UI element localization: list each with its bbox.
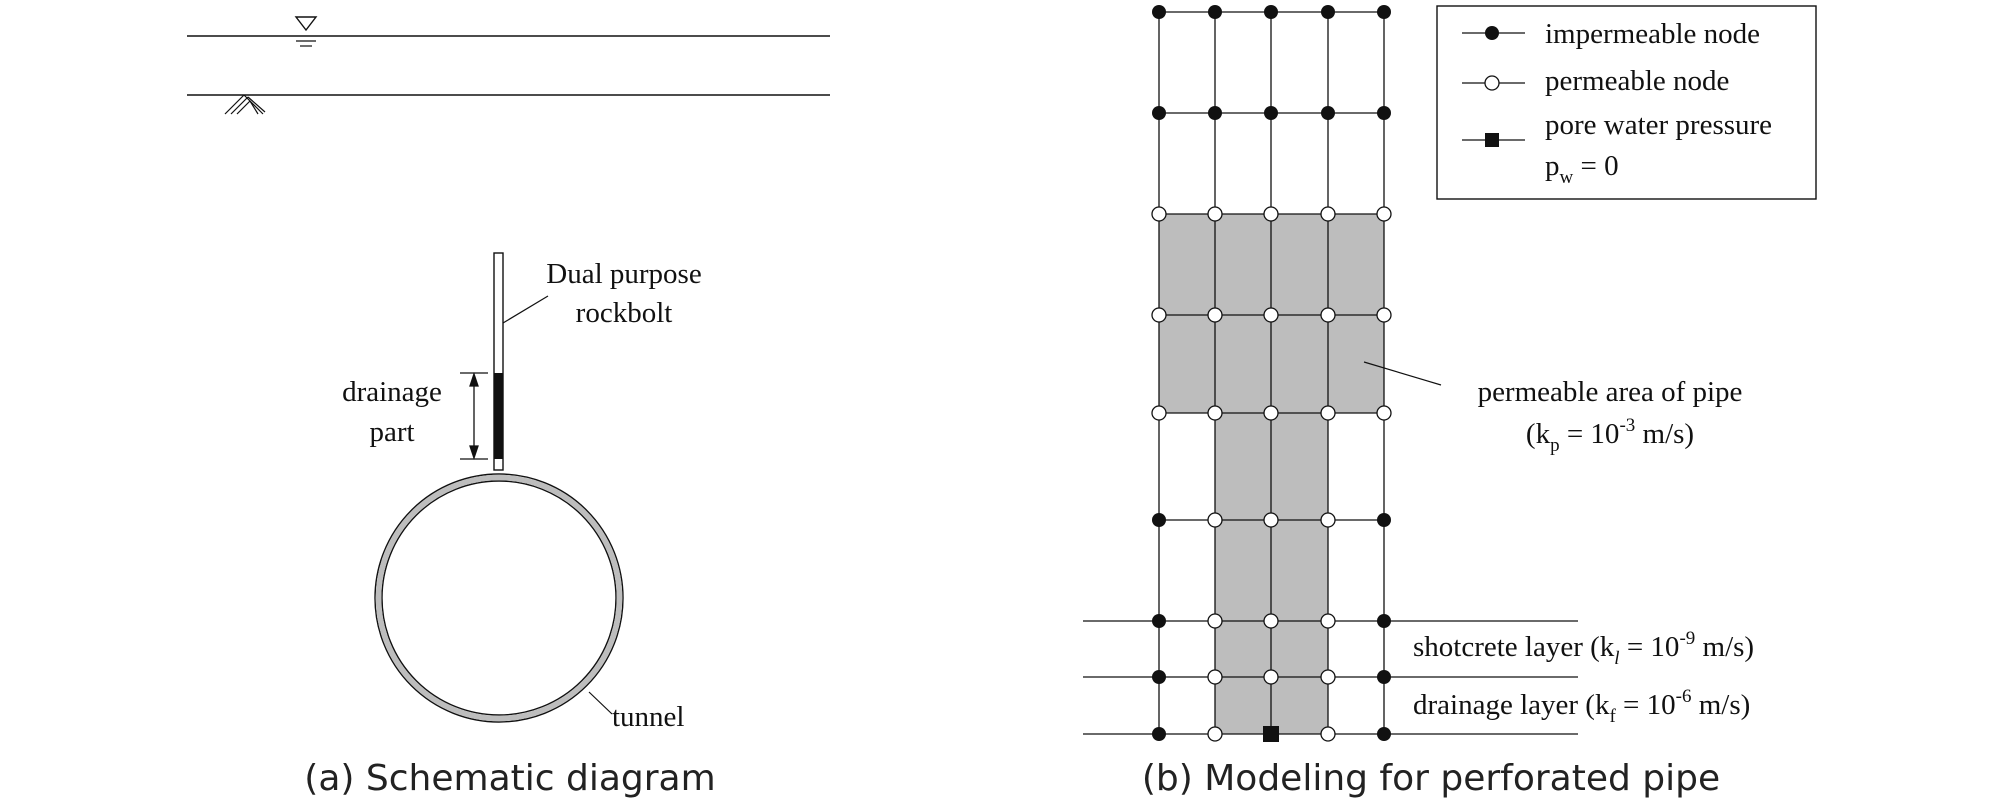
shotcrete-layer-label: shotcrete layer (kl = 10-9 m/s)	[1413, 628, 1754, 669]
legend-pore-pressure-node-icon	[1485, 133, 1499, 147]
drainage-label-line1: drainage	[342, 376, 442, 408]
permeable-node	[1207, 512, 1223, 528]
permeable-node	[1207, 613, 1223, 629]
rockbolt-drainage-part	[494, 373, 503, 459]
permeable-node	[1376, 307, 1392, 323]
permeable-node	[1263, 206, 1279, 222]
permeable-node	[1263, 613, 1279, 629]
rockbolt-label-line1: Dual purpose	[546, 258, 701, 290]
permeable-node	[1207, 307, 1223, 323]
impermeable-node	[1377, 614, 1391, 628]
pipe-area-label-line1: permeable area of pipe	[1478, 376, 1743, 408]
mesh-nodes	[1151, 5, 1392, 742]
impermeable-node	[1208, 106, 1222, 120]
permeable-node	[1263, 512, 1279, 528]
permeable-node	[1320, 613, 1336, 629]
permeable-node	[1320, 206, 1336, 222]
legend-impermeable-node-icon	[1485, 26, 1499, 40]
legend-pore-pressure-label-line2: pw = 0	[1545, 150, 1619, 188]
impermeable-node	[1152, 513, 1166, 527]
impermeable-node	[1152, 727, 1166, 741]
drainage-dimension-arrow	[460, 371, 488, 461]
permeable-node	[1320, 726, 1336, 742]
tunnel-leader-line	[588, 691, 613, 715]
permeable-node	[1320, 405, 1336, 421]
permeable-node	[1320, 512, 1336, 528]
impermeable-node	[1377, 670, 1391, 684]
ground-hatch-icon	[224, 94, 266, 115]
impermeable-node	[1152, 106, 1166, 120]
rockbolt-label-line2: rockbolt	[576, 297, 673, 329]
permeable-node	[1151, 206, 1167, 222]
permeable-node	[1151, 405, 1167, 421]
tunnel-lining-inner	[381, 480, 617, 716]
permeable-node	[1207, 726, 1223, 742]
impermeable-node	[1264, 5, 1278, 19]
rockbolt	[493, 252, 504, 471]
impermeable-node	[1152, 5, 1166, 19]
water-table-symbol-icon	[294, 16, 318, 47]
permeable-node	[1207, 669, 1223, 685]
permeable-node	[1263, 405, 1279, 421]
permeable-node	[1263, 669, 1279, 685]
impermeable-node	[1377, 106, 1391, 120]
legend-impermeable-label: impermeable node	[1545, 18, 1760, 50]
impermeable-node	[1152, 670, 1166, 684]
schematic-caption: (a) Schematic diagram	[304, 758, 715, 799]
tunnel-label: tunnel	[612, 701, 685, 733]
legend-permeable-node-icon	[1484, 75, 1500, 91]
impermeable-node	[1377, 5, 1391, 19]
permeable-node	[1151, 307, 1167, 323]
drainage-layer-label: drainage layer (kf = 10-6 m/s)	[1413, 686, 1750, 727]
impermeable-node	[1377, 513, 1391, 527]
impermeable-node	[1264, 106, 1278, 120]
pore-pressure-node	[1263, 726, 1279, 742]
modeling-panel: permeable area of pipe (kp = 10-3 m/s) s…	[1083, 5, 1817, 799]
permeable-node	[1320, 669, 1336, 685]
permeable-node	[1263, 307, 1279, 323]
permeable-node	[1376, 405, 1392, 421]
legend-box	[1436, 5, 1817, 200]
impermeable-node	[1321, 106, 1335, 120]
drainage-label-line2: part	[369, 416, 414, 448]
permeable-node	[1207, 206, 1223, 222]
pipe-area-label-line2: (kp = 10-3 m/s)	[1526, 415, 1694, 456]
legend-pore-pressure-label-line1: pore water pressure	[1545, 109, 1772, 141]
impermeable-node	[1152, 614, 1166, 628]
tunnel-lining-fill	[375, 474, 623, 722]
schematic-panel: Dual purpose rockbolt drainage part tunn…	[187, 16, 830, 799]
permeable-node	[1376, 206, 1392, 222]
legend: impermeable node permeable node pore wat…	[1436, 5, 1817, 200]
impermeable-node	[1321, 5, 1335, 19]
rockbolt-leader-line	[502, 295, 549, 324]
permeable-node	[1320, 307, 1336, 323]
impermeable-node	[1377, 727, 1391, 741]
pipe-area-leader-line	[1363, 361, 1442, 386]
legend-permeable-label: permeable node	[1545, 65, 1729, 97]
permeable-node	[1207, 405, 1223, 421]
modeling-caption: (b) Modeling for perforated pipe	[1142, 758, 1720, 799]
tunnel-lining	[374, 473, 624, 723]
impermeable-node	[1208, 5, 1222, 19]
